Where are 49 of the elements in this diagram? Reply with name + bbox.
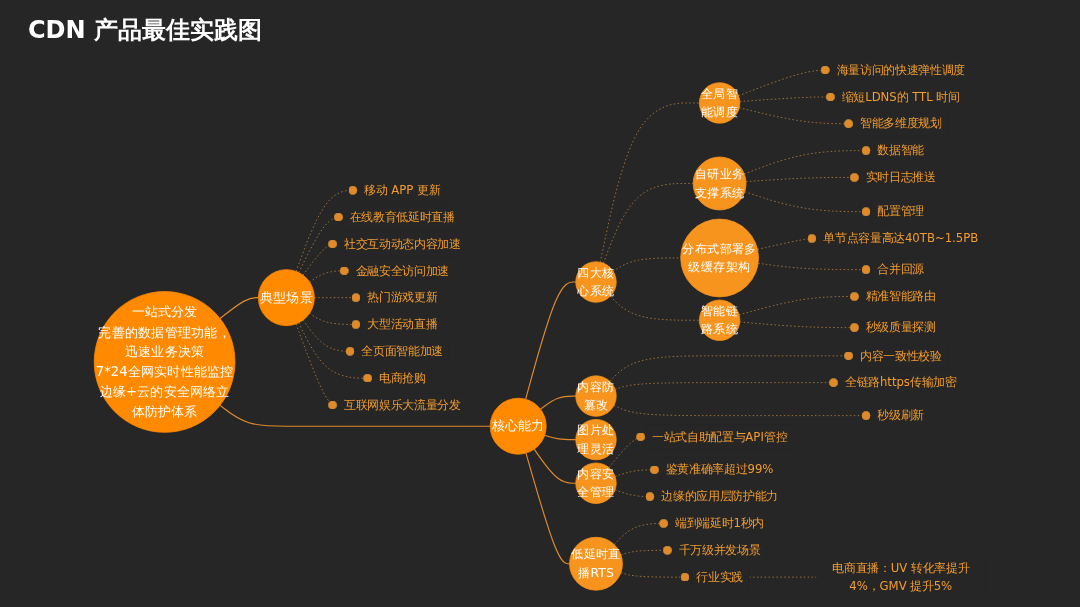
node-text: 行业实践: [696, 569, 744, 584]
node-text: 大型活动直播: [367, 317, 438, 332]
node-circle: 核心能力: [490, 397, 548, 455]
node-text: 电商抢购: [379, 370, 427, 385]
node-text: 热门游戏更新: [367, 290, 438, 305]
node-text: 数据智能: [877, 143, 925, 158]
node-text: 智能多维度规划: [860, 116, 943, 131]
node-circle: 自研业务支撑系统: [693, 156, 747, 211]
node-circle: 内容安全管理: [575, 462, 618, 504]
connector: [534, 448, 577, 484]
node-text: 互联网娱乐大流量分发: [344, 397, 462, 412]
connector: [525, 452, 571, 565]
node-text: 单节点容量高达40TB~1.5PB: [823, 231, 979, 246]
node-text: 合并回源: [877, 262, 925, 277]
node-text: 移动 APP 更新: [364, 183, 441, 198]
node-text: 全页面智能加速: [361, 344, 444, 359]
connector: [219, 404, 492, 427]
node-text: 内容一致性校验: [860, 348, 943, 363]
connector: [600, 102, 701, 263]
node-text: 金融安全访问加速: [356, 263, 450, 278]
connector: [544, 434, 577, 441]
node-text: 在线教育低延时直播: [350, 209, 456, 224]
node-text: 端到端延时1秒内: [675, 516, 765, 531]
node-text: 全链路https传输加密: [845, 375, 958, 390]
node-text: 精准智能路由: [866, 289, 937, 304]
node-circle: 低延时直播RTS: [569, 536, 624, 591]
node-circle: 四大核心系统: [575, 261, 618, 303]
node-text: 海量访问的快速弹性调度: [837, 62, 966, 77]
node-text: 一站式自助配置与API管控: [652, 429, 788, 444]
diagram-title: CDN 产品最佳实践图: [28, 15, 262, 46]
node-circle: 全局智能调度: [699, 82, 741, 124]
node-circle: 图片处理灵活: [575, 419, 618, 461]
node-circle: 分布式部署多级缓存架构: [680, 218, 760, 298]
node-circle: 内容防篡改: [575, 375, 618, 417]
node-text: 缩短LDNS的 TTL 时间: [842, 89, 961, 104]
node-text: 实时日志推送: [866, 170, 937, 185]
node-text: 鉴黄准确率超过99%: [666, 462, 774, 477]
connector: [540, 395, 577, 410]
connector: [219, 297, 260, 320]
connector: [525, 281, 577, 400]
node-circle: 智能链路系统: [699, 299, 741, 341]
node-circle: 典型场景: [258, 269, 316, 327]
node-text: 电商直播：UV 转化率提升4%，GMV 提升5%: [832, 561, 970, 593]
node-text: 秒级质量探测: [866, 320, 937, 335]
node-text: 秒级刷新: [877, 408, 925, 423]
node-text: 配置管理: [877, 204, 925, 219]
node-text: 边缘的应用层防护能力: [661, 489, 779, 504]
node-text: 千万级并发场景: [679, 543, 761, 558]
node-text: 社交互动动态内容加速: [344, 236, 462, 251]
